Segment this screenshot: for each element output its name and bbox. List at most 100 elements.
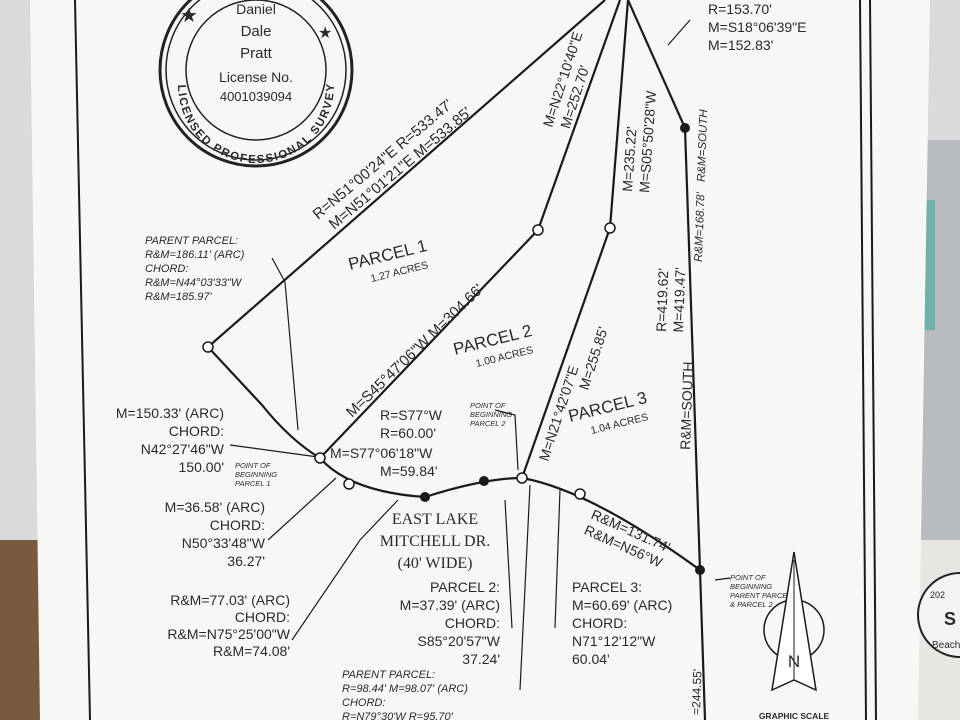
right-border-line-inner xyxy=(859,0,867,720)
seal-middle-name: Dale xyxy=(241,23,272,40)
left-arc-line xyxy=(261,404,321,459)
parent-bottom-line-3: CHORD: xyxy=(342,697,385,709)
pob2-line-3: PARCEL 2 xyxy=(470,419,506,428)
pob1-line-1: POINT OF xyxy=(235,461,271,470)
seal-last-name: Pratt xyxy=(240,45,273,62)
parent-parcel-bottom-callout: PARENT PARCEL: R=98.44' M=98.07' (ARC) C… xyxy=(342,669,468,720)
mid-bearing-line-2: R=60.00' xyxy=(380,425,436,441)
pob-parent-line-3: PARENT PARCEL xyxy=(730,591,791,600)
pob2-line-2: BEGINNING xyxy=(470,410,512,419)
parcel3-arc-line-3: CHORD: xyxy=(572,615,627,631)
mid-bearing-line-3: M=S77°06'18"W xyxy=(330,445,433,461)
left-arc-callout: M=150.33' (ARC) CHORD: N42°27'46"W 150.0… xyxy=(116,405,225,475)
north-arrow: N xyxy=(763,551,825,692)
parcel3-arc-line-2: M=60.69' (ARC) xyxy=(572,597,672,613)
left-arc-line-3: N42°27'46"W xyxy=(141,441,225,457)
point-arc-3 xyxy=(574,488,586,500)
pob2-line-1: POINT OF xyxy=(470,401,506,410)
top-east-line xyxy=(626,0,687,129)
arc-7703-callout: R&M=77.03' (ARC) CHORD: R&M=N75°25'00"W … xyxy=(167,592,290,659)
graphic-scale-label: GRAPHIC SCALE xyxy=(759,711,830,720)
parent-top-line-2: R&M=186.11' (ARC) xyxy=(145,249,245,261)
parcel-line-3 xyxy=(520,227,612,479)
leader-parcel3-arc xyxy=(554,489,561,629)
parent-bottom-line-1: PARENT PARCEL: xyxy=(342,669,435,681)
east-line-len: R&M=168.78' xyxy=(693,191,707,262)
parcel-line-4 xyxy=(608,0,630,229)
parent-top-line-4: R&M=N44°03'33"W xyxy=(145,277,243,289)
parcel2-arc-line-4: S85°20'57"W xyxy=(417,633,500,649)
road-name-line-2: MITCHELL DR. xyxy=(380,533,491,550)
parent-top-line-1: PARENT PARCEL: xyxy=(145,235,238,247)
leader-parent-bottom xyxy=(519,484,531,691)
bottom-line-len: =244.55' xyxy=(689,669,705,715)
seal-star-right: ★ xyxy=(318,25,332,42)
east-boundary-south-line xyxy=(698,569,707,720)
point-pob-parent xyxy=(695,565,705,575)
east-boundary-line xyxy=(683,127,702,571)
pob-parent-line-2: BEGINNING xyxy=(730,582,772,591)
point-arc-1 xyxy=(343,478,355,490)
point-parcel-2-corner xyxy=(604,222,616,234)
left-arc-line-2: CHORD: xyxy=(169,423,224,439)
parcel2-arc-line-2: M=37.39' (ARC) xyxy=(400,597,500,613)
arc-7703-line-3: R&M=N75°25'00"W xyxy=(167,626,290,642)
leader-pob-parent xyxy=(714,577,731,581)
road-name-line-1: EAST LAKE xyxy=(392,511,478,528)
parcel3-arc-line-1: PARCEL 3: xyxy=(572,579,642,595)
south-line-r: R=419.62' xyxy=(653,268,671,332)
parcel3-arc-line-5: 60.04' xyxy=(572,651,610,667)
arc-7703-line-2: CHORD: xyxy=(235,609,290,625)
road-name-label: EAST LAKE MITCHELL DR. (40' WIDE) xyxy=(380,511,491,572)
line3-bearing-b: M=S05°50'28"W xyxy=(636,89,659,193)
sticker-circle xyxy=(917,572,960,658)
parent-top-line-3: CHORD: xyxy=(145,263,188,275)
left-border-line xyxy=(74,0,91,720)
top-bearing-m1: M=S18°06'39"E xyxy=(708,19,806,35)
leader-arc-3658 xyxy=(267,477,337,541)
parcel-2-arc-callout: PARCEL 2: M=37.39' (ARC) CHORD: S85°20'5… xyxy=(400,579,501,667)
pob-parent-line-1: POINT OF xyxy=(730,573,766,582)
mid-bearing-line-4: M=59.84' xyxy=(380,463,438,479)
east-line-bearing: R&M=SOUTH xyxy=(696,109,711,183)
parcel-line-2 xyxy=(536,0,622,231)
arc-3658-line-3: N50°33'48"W xyxy=(182,535,266,551)
parcel-line-1 xyxy=(319,229,539,459)
arc-3658-line-1: M=36.58' (ARC) xyxy=(165,499,265,515)
right-border-line-outer xyxy=(869,0,877,720)
leader-parent-top xyxy=(271,257,299,431)
point-east-corner xyxy=(680,123,690,133)
parcel-boundaries xyxy=(207,0,707,720)
leader-parcel2-arc xyxy=(504,499,513,629)
sticker-letter-fragment: S xyxy=(944,609,956,629)
paper-sheet xyxy=(30,0,930,720)
mid-bearing-callout: R=S77°W R=60.00' M=S77°06'18"W M=59.84' xyxy=(330,407,443,479)
sticker-word-fragment: Beach xyxy=(932,640,960,651)
sticker-year-fragment: 202 xyxy=(930,590,945,600)
point-parcel-1-corner xyxy=(532,224,544,236)
parent-parcel-top-callout: PARENT PARCEL: R&M=186.11' (ARC) CHORD: … xyxy=(145,235,245,303)
leader-top-bearing xyxy=(667,19,691,46)
arc-3658-line-2: CHORD: xyxy=(210,517,265,533)
pob1-line-3: PARCEL 1 xyxy=(235,479,271,488)
arc-3658-line-4: 36.27' xyxy=(227,553,265,569)
leader-pob2 xyxy=(494,409,519,471)
pob-parent-line-4: & PARCEL 2 xyxy=(730,600,773,609)
pob-parcel-2-callout: POINT OF BEGINNING PARCEL 2 xyxy=(470,401,512,428)
south-line-bearing: R&M=SOUTH xyxy=(677,361,696,450)
leader-lines xyxy=(229,19,731,691)
leader-left-arc xyxy=(229,444,319,458)
parcel2-arc-line-5: 37.24' xyxy=(462,651,500,667)
road-centerline-arc xyxy=(319,457,701,571)
road-name-line-3: (40' WIDE) xyxy=(397,555,472,572)
pob-parcel-1-callout: POINT OF BEGINNING PARCEL 1 xyxy=(235,461,277,488)
pob-parent-callout: POINT OF BEGINNING PARENT PARCEL & PARCE… xyxy=(730,573,791,609)
line3-bearing-a: M=235.22' xyxy=(619,126,640,192)
north-boundary-line xyxy=(207,0,606,348)
right-edge-sticker: 202 S Beach xyxy=(917,572,960,658)
left-arc-line-1: M=150.33' (ARC) xyxy=(116,405,224,421)
arc-7703-line-1: R&M=77.03' (ARC) xyxy=(170,592,290,608)
parent-bottom-line-4: R=N79°30'W R=95.70' xyxy=(342,711,454,720)
parcel-3-arc-callout: PARCEL 3: M=60.69' (ARC) CHORD: N71°12'1… xyxy=(572,579,672,667)
